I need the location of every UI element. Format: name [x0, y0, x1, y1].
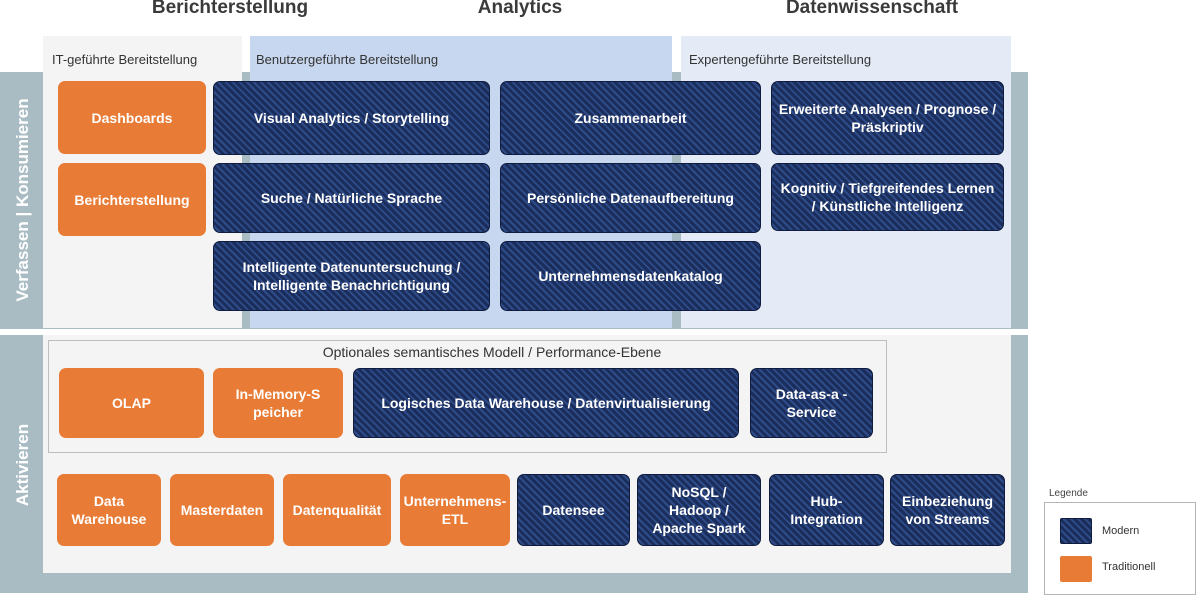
box-hub-integration: Hub-Integration	[769, 474, 884, 546]
box-olap: OLAP	[59, 368, 204, 438]
box-streams: Einbeziehung von Streams	[890, 474, 1005, 546]
box-dashboards: Dashboards	[58, 81, 206, 154]
box-data-catalog: Unternehmensdatenkatalog	[500, 241, 761, 311]
legend-label-traditional: Traditionell	[1102, 561, 1156, 573]
box-advanced-analytics: Erweiterte Analysen / Prognose / Präskri…	[771, 81, 1004, 155]
box-logical-dw: Logisches Data Warehouse / Datenvirtuali…	[353, 368, 739, 438]
box-collaboration: Zusammenarbeit	[500, 81, 761, 155]
band-label-enable: Aktivieren	[13, 423, 32, 507]
legend-swatch-traditional	[1060, 556, 1092, 582]
box-cognitive: Kognitiv / Tiefgreifendes Lernen / Künst…	[771, 163, 1004, 231]
box-nosql: NoSQL / Hadoop / Apache Spark	[637, 474, 761, 546]
panel-title-it: IT-geführte Bereitstellung	[52, 52, 198, 67]
semantic-layer-title: Optionales semantisches Modell / Perform…	[322, 344, 662, 360]
box-data-lake: Datensee	[517, 474, 630, 546]
box-search: Suche / Natürliche Sprache	[213, 163, 490, 233]
box-enterprise-etl: Unternehmens-ETL	[400, 474, 510, 546]
box-daas: Data-as-a -Service	[750, 368, 873, 438]
legend-title: Legende	[1049, 488, 1088, 499]
band-label-consume: Verfassen | Konsumieren	[13, 98, 32, 302]
column-header-datascience: Datenwissenschaft	[785, 0, 959, 18]
box-master-data: Masterdaten	[170, 474, 274, 546]
box-data-quality: Datenqualität	[283, 474, 391, 546]
panel-title-expert: Expertengeführte Bereitstellung	[689, 52, 872, 67]
column-header-analytics: Analytics	[477, 0, 563, 18]
legend-swatch-modern	[1060, 518, 1092, 544]
box-personal-data-prep: Persönliche Datenaufbereitung	[500, 163, 761, 233]
box-in-memory: In-Memory-S peicher	[213, 368, 343, 438]
legend: Modern Traditionell	[1044, 502, 1196, 595]
box-smart-discovery: Intelligente Datenuntersuchung / Intelli…	[213, 241, 490, 311]
panel-title-user: Benutzergeführte Bereitstellung	[256, 52, 439, 67]
legend-label-modern: Modern	[1102, 525, 1140, 537]
column-header-reporting: Berichterstellung	[151, 0, 309, 18]
semantic-layer-frame	[48, 340, 887, 453]
box-visual-analytics: Visual Analytics / Storytelling	[213, 81, 490, 155]
box-data-warehouse: Data Warehouse	[57, 474, 161, 546]
box-reporting: Berichterstellung	[58, 163, 206, 236]
